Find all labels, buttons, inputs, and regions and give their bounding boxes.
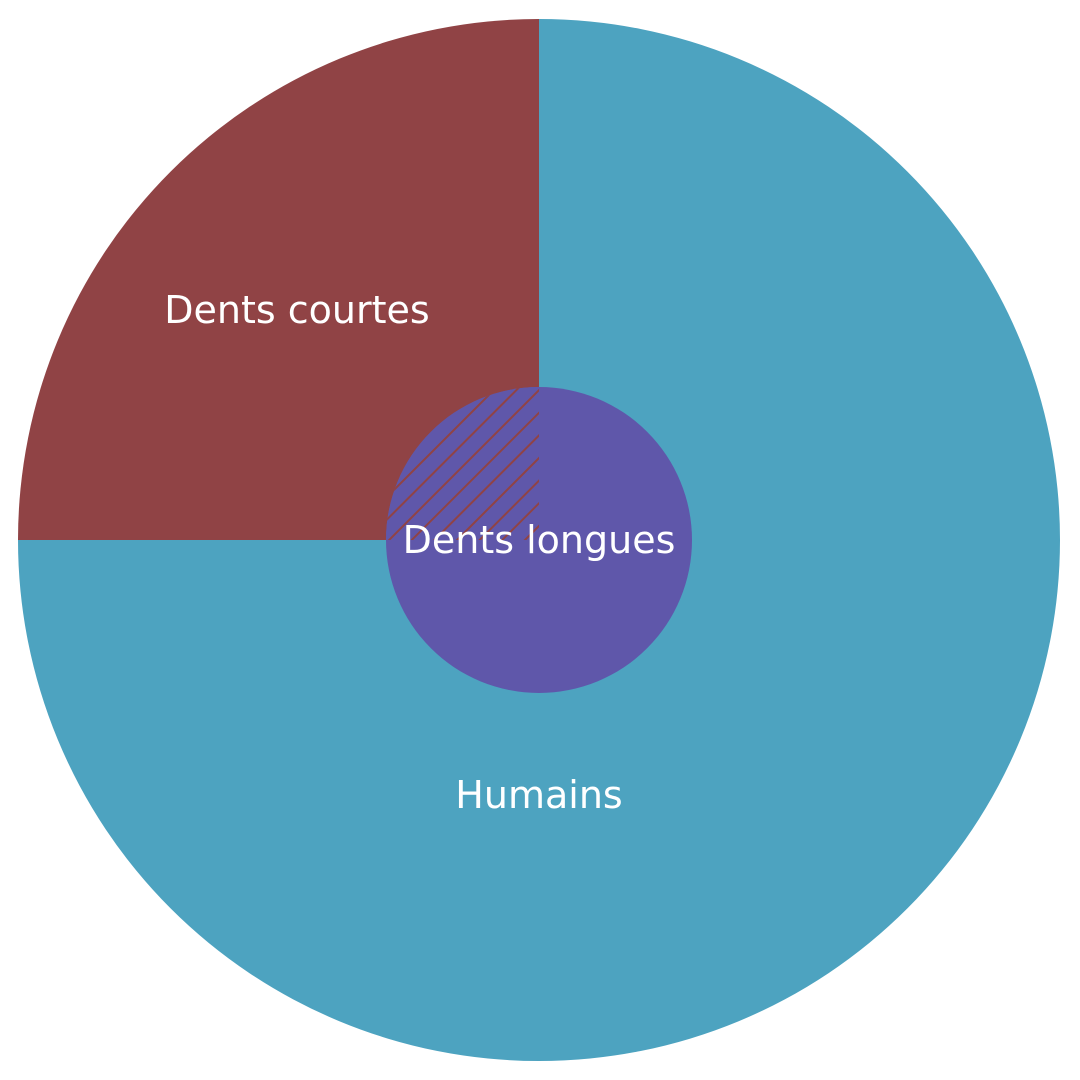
- label-humains: Humains: [455, 773, 622, 817]
- slice-dents-courtes: [18, 19, 539, 540]
- dents-longues-hatched-overlap: [386, 387, 539, 540]
- label-dents-courtes: Dents courtes: [164, 288, 429, 332]
- label-dents-longues: Dents longues: [403, 518, 676, 562]
